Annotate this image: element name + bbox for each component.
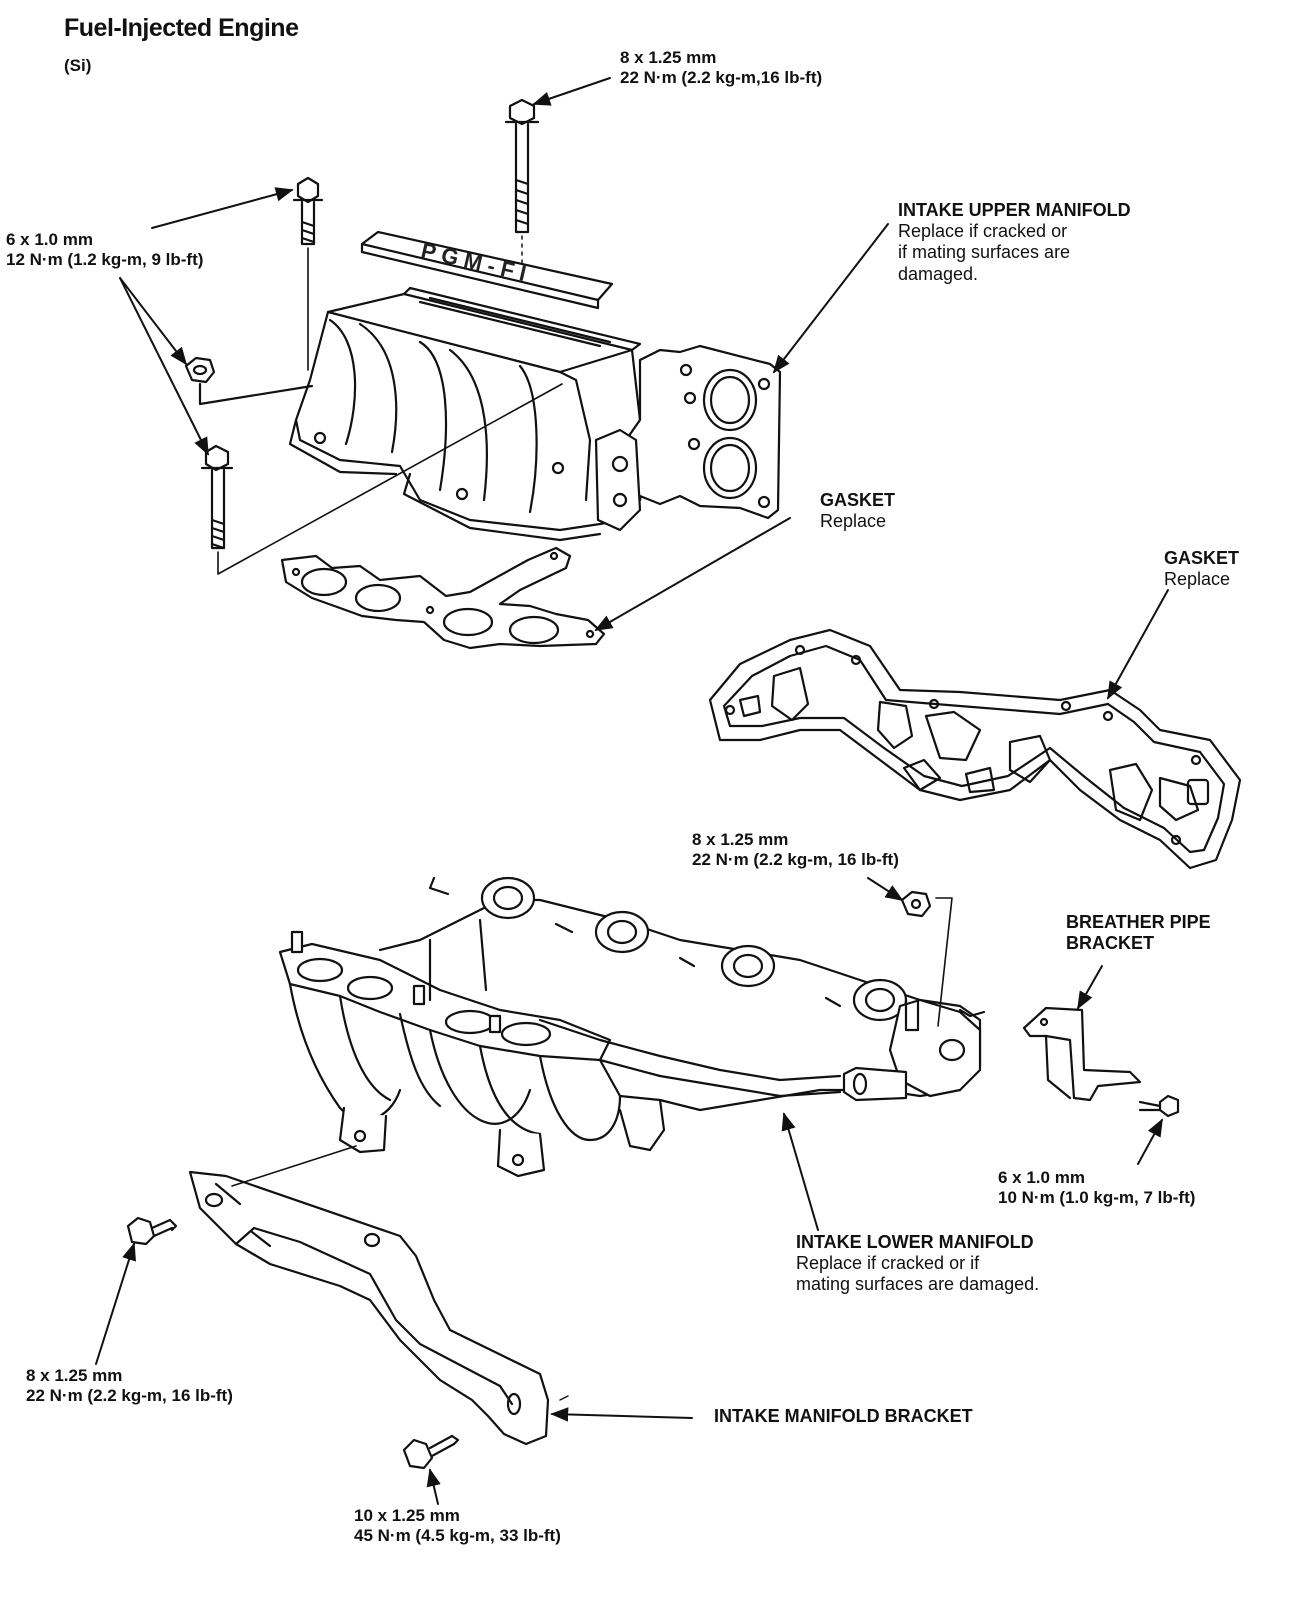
spec-size: 6 x 1.0 mm (6, 230, 93, 249)
callout-breather-bracket: BREATHER PIPE BRACKET (1066, 912, 1211, 954)
callout-bracket-bolt-left: 8 x 1.25 mm 22 N·m (2.2 kg-m, 16 lb-ft) (26, 1366, 233, 1406)
callout-upper-manifold: INTAKE UPPER MANIFOLD Replace if cracked… (898, 200, 1131, 285)
breather-bracket-bolt (1138, 1094, 1180, 1118)
intake-manifold-bracket (188, 1145, 569, 1446)
part-note: Replace (820, 511, 887, 532)
part-name: GASKET (1164, 548, 1240, 568)
spec-torque: 22 N·m (2.2 kg-m,16 lb-ft) (620, 68, 823, 88)
part-note-line: damaged. (898, 263, 979, 284)
spec-size: 8 x 1.25 mm (620, 48, 717, 67)
spec-size: 8 x 1.25 mm (26, 1366, 123, 1385)
intake-lower-manifold (278, 876, 986, 1178)
spec-size: 10 x 1.25 mm (354, 1506, 460, 1525)
callout-bracket-bolt-bottom: 10 x 1.25 mm 45 N·m (4.5 kg-m, 33 lb-ft) (354, 1506, 561, 1546)
upper-manifold-gasket (280, 546, 606, 650)
part-note-line: if mating surfaces are (898, 242, 1071, 263)
leader-lines (95, 77, 1169, 1505)
part-name: BRACKET (1066, 933, 1154, 954)
callout-manifold-bracket: INTAKE MANIFOLD BRACKET (714, 1406, 973, 1426)
page-title: Fuel-Injected Engine (64, 14, 299, 42)
manifold-nut-mid (900, 890, 953, 1027)
part-name: GASKET (820, 490, 896, 510)
spec-torque: 22 N·m (2.2 kg-m, 16 lb-ft) (692, 850, 899, 870)
callout-left-bolts: 6 x 1.0 mm 12 N·m (1.2 kg-m, 9 lb-ft) (6, 230, 203, 270)
spec-size: 8 x 1.25 mm (692, 830, 789, 849)
bracket-bolt-bottom (402, 1434, 460, 1470)
callout-breather-bolt: 6 x 1.0 mm 10 N·m (1.0 kg-m, 7 lb-ft) (998, 1168, 1195, 1208)
part-name: INTAKE UPPER MANIFOLD (898, 200, 1131, 220)
part-note-line: Replace if cracked or if (796, 1253, 980, 1274)
part-name: INTAKE LOWER MANIFOLD (796, 1232, 1034, 1252)
spec-torque: 12 N·m (1.2 kg-m, 9 lb-ft) (6, 250, 204, 270)
left-short-bolt (292, 176, 324, 371)
spec-torque: 10 N·m (1.0 kg-m, 7 lb-ft) (998, 1188, 1196, 1208)
spec-size: 6 x 1.0 mm (998, 1168, 1085, 1187)
intake-upper-manifold (288, 230, 782, 542)
part-note: Replace (1164, 569, 1231, 590)
callout-lower-manifold: INTAKE LOWER MANIFOLD Replace if cracked… (796, 1232, 1039, 1296)
left-long-bolt (200, 383, 563, 575)
callout-top-bolt: 8 x 1.25 mm 22 N·m (2.2 kg-m,16 lb-ft) (620, 48, 822, 88)
callout-nut-mid: 8 x 1.25 mm 22 N·m (2.2 kg-m, 16 lb-ft) (692, 830, 899, 870)
spec-torque: 45 N·m (4.5 kg-m, 33 lb-ft) (354, 1526, 561, 1546)
breather-pipe-bracket (1022, 1006, 1142, 1102)
callout-gasket-upper: GASKET Replace (820, 490, 895, 532)
callout-gasket-right: GASKET Replace (1164, 548, 1239, 590)
spec-torque: 22 N·m (2.2 kg-m, 16 lb-ft) (26, 1386, 233, 1406)
part-note-line: mating surfaces are damaged. (796, 1274, 1040, 1295)
lower-manifold-gasket (708, 628, 1242, 870)
part-note-line: Replace if cracked or (898, 221, 1068, 242)
bracket-bolt-left (126, 1216, 178, 1246)
page-subtitle: (Si) (64, 56, 92, 75)
manifold-nut-left (184, 356, 314, 406)
top-long-bolt (504, 98, 540, 269)
part-name: BREATHER PIPE (1066, 912, 1211, 932)
